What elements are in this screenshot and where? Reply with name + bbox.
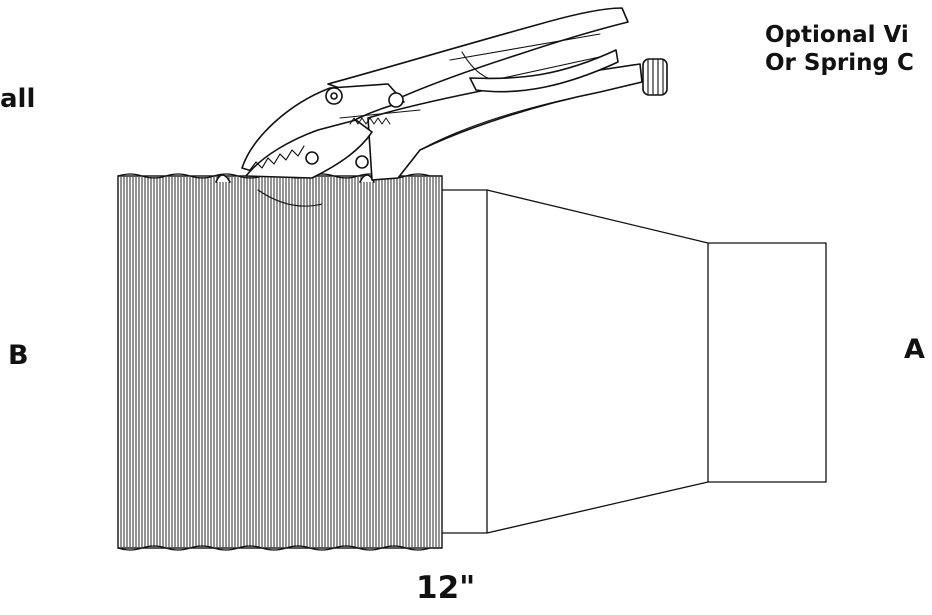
end-a-label: A <box>904 334 925 365</box>
clamp-note-line-1: Optional Vi <box>765 22 909 48</box>
corrugated-hose <box>117 173 443 551</box>
clamp-note-line-2: Or Spring C <box>765 49 914 76</box>
end-b-label: B <box>8 340 29 371</box>
locking-pliers-icon <box>215 7 668 207</box>
length-dimension-label: 12" <box>416 570 476 606</box>
reducer-fitting <box>440 189 827 534</box>
clamp-note-label: Optional Vi Or Spring C <box>765 22 914 77</box>
left-fragment-label: all <box>0 84 36 114</box>
